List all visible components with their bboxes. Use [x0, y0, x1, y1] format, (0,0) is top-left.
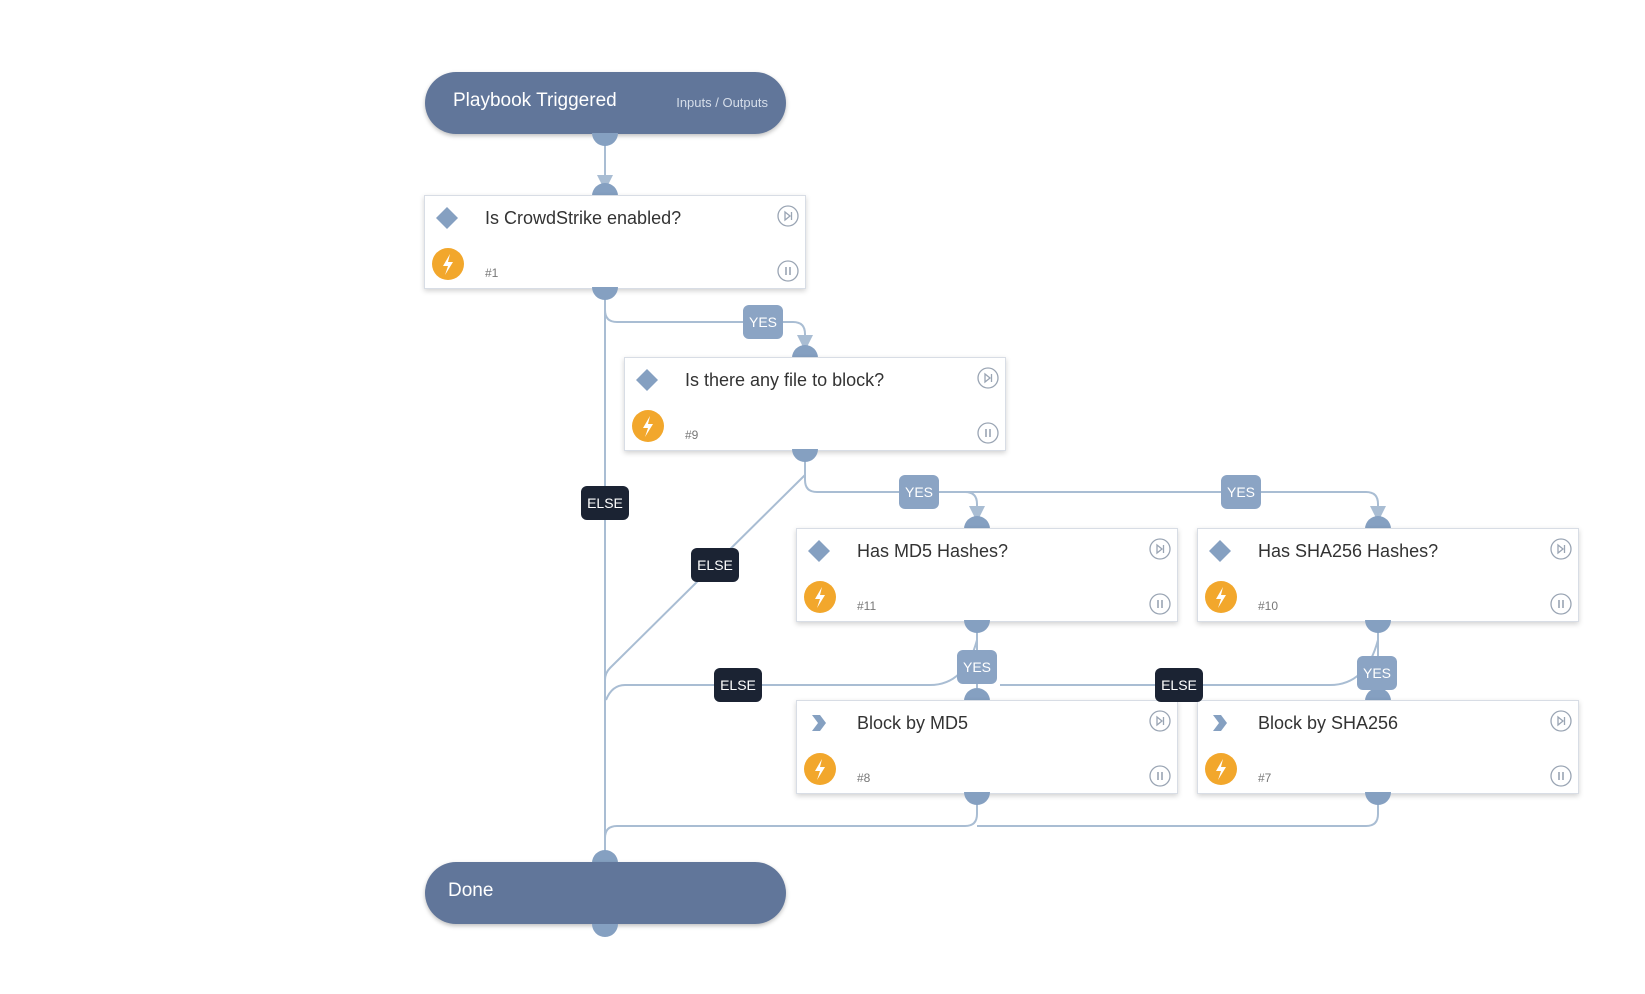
task-node[interactable]: Has MD5 Hashes? #11 [796, 528, 1178, 622]
input-connector[interactable] [1365, 688, 1391, 701]
pause-icon[interactable] [1550, 593, 1572, 615]
task-name: Is there any file to block? [685, 370, 885, 390]
diamond-icon [808, 540, 830, 562]
input-connector[interactable] [964, 688, 990, 701]
lightning-icon [632, 410, 664, 442]
output-connector[interactable] [592, 133, 618, 146]
yes-branch-label[interactable]: YES [743, 305, 783, 339]
pause-icon[interactable] [977, 422, 999, 444]
else-branch-label[interactable]: ELSE [691, 548, 739, 582]
task-node[interactable]: Is CrowdStrike enabled? #1 [424, 195, 806, 289]
skip-icon[interactable] [977, 367, 999, 389]
yes-branch-label[interactable]: YES [1357, 656, 1397, 690]
playbook-triggered-node[interactable]: Playbook Triggered Inputs / Outputs [425, 72, 786, 134]
lightning-icon [804, 581, 836, 613]
skip-icon[interactable] [1149, 538, 1171, 560]
output-connector[interactable] [964, 792, 990, 805]
lightning-icon [1205, 581, 1237, 613]
input-connector[interactable] [592, 183, 618, 196]
input-connector[interactable] [792, 345, 818, 358]
inputs-outputs-link[interactable]: Inputs / Outputs [676, 95, 768, 110]
diamond-icon [436, 207, 458, 229]
output-connector[interactable] [1365, 792, 1391, 805]
pause-icon[interactable] [1149, 765, 1171, 787]
yes-branch-label[interactable]: YES [1221, 475, 1261, 509]
input-connector[interactable] [1365, 516, 1391, 529]
else-branch-label[interactable]: ELSE [581, 486, 629, 520]
start-node-title: Playbook Triggered [453, 90, 617, 111]
input-connector[interactable] [592, 850, 618, 863]
task-id: #7 [1258, 771, 1272, 785]
lightning-icon [804, 753, 836, 785]
task-name: Has SHA256 Hashes? [1258, 541, 1439, 561]
output-connector[interactable] [1365, 620, 1391, 633]
task-node[interactable]: Has SHA256 Hashes? #10 [1197, 528, 1579, 622]
task-id: #1 [485, 266, 499, 280]
output-connector[interactable] [592, 287, 618, 300]
output-connector[interactable] [964, 620, 990, 633]
end-node-title: Done [448, 880, 494, 901]
skip-icon[interactable] [1550, 538, 1572, 560]
task-name: Block by SHA256 [1258, 713, 1399, 733]
pause-icon[interactable] [1149, 593, 1171, 615]
lightning-icon [432, 248, 464, 280]
task-name: Is CrowdStrike enabled? [485, 208, 682, 228]
task-node[interactable]: Block by MD5 #8 [796, 700, 1178, 794]
lightning-icon [1205, 753, 1237, 785]
task-id: #11 [857, 599, 877, 613]
done-node[interactable]: Done [425, 862, 786, 924]
chevron-icon [1213, 715, 1227, 731]
task-name: Block by MD5 [857, 713, 969, 733]
diamond-icon [1209, 540, 1231, 562]
task-node[interactable]: Is there any file to block? #9 [624, 357, 1006, 451]
task-id: #9 [685, 428, 699, 442]
pause-icon[interactable] [1550, 765, 1572, 787]
pause-icon[interactable] [777, 260, 799, 282]
chevron-icon [812, 715, 826, 731]
yes-branch-label[interactable]: YES [957, 650, 997, 684]
task-id: #8 [857, 771, 871, 785]
yes-branch-label[interactable]: YES [899, 475, 939, 509]
else-branch-label[interactable]: ELSE [714, 668, 762, 702]
task-name: Has MD5 Hashes? [857, 541, 1009, 561]
skip-icon[interactable] [1550, 710, 1572, 732]
input-connector[interactable] [964, 516, 990, 529]
task-id: #10 [1258, 599, 1279, 613]
else-branch-label[interactable]: ELSE [1155, 668, 1203, 702]
diamond-icon [636, 369, 658, 391]
output-connector[interactable] [792, 449, 818, 462]
output-connector[interactable] [592, 924, 618, 937]
skip-icon[interactable] [1149, 710, 1171, 732]
skip-icon[interactable] [777, 205, 799, 227]
task-node[interactable]: Block by SHA256 #7 [1197, 700, 1579, 794]
